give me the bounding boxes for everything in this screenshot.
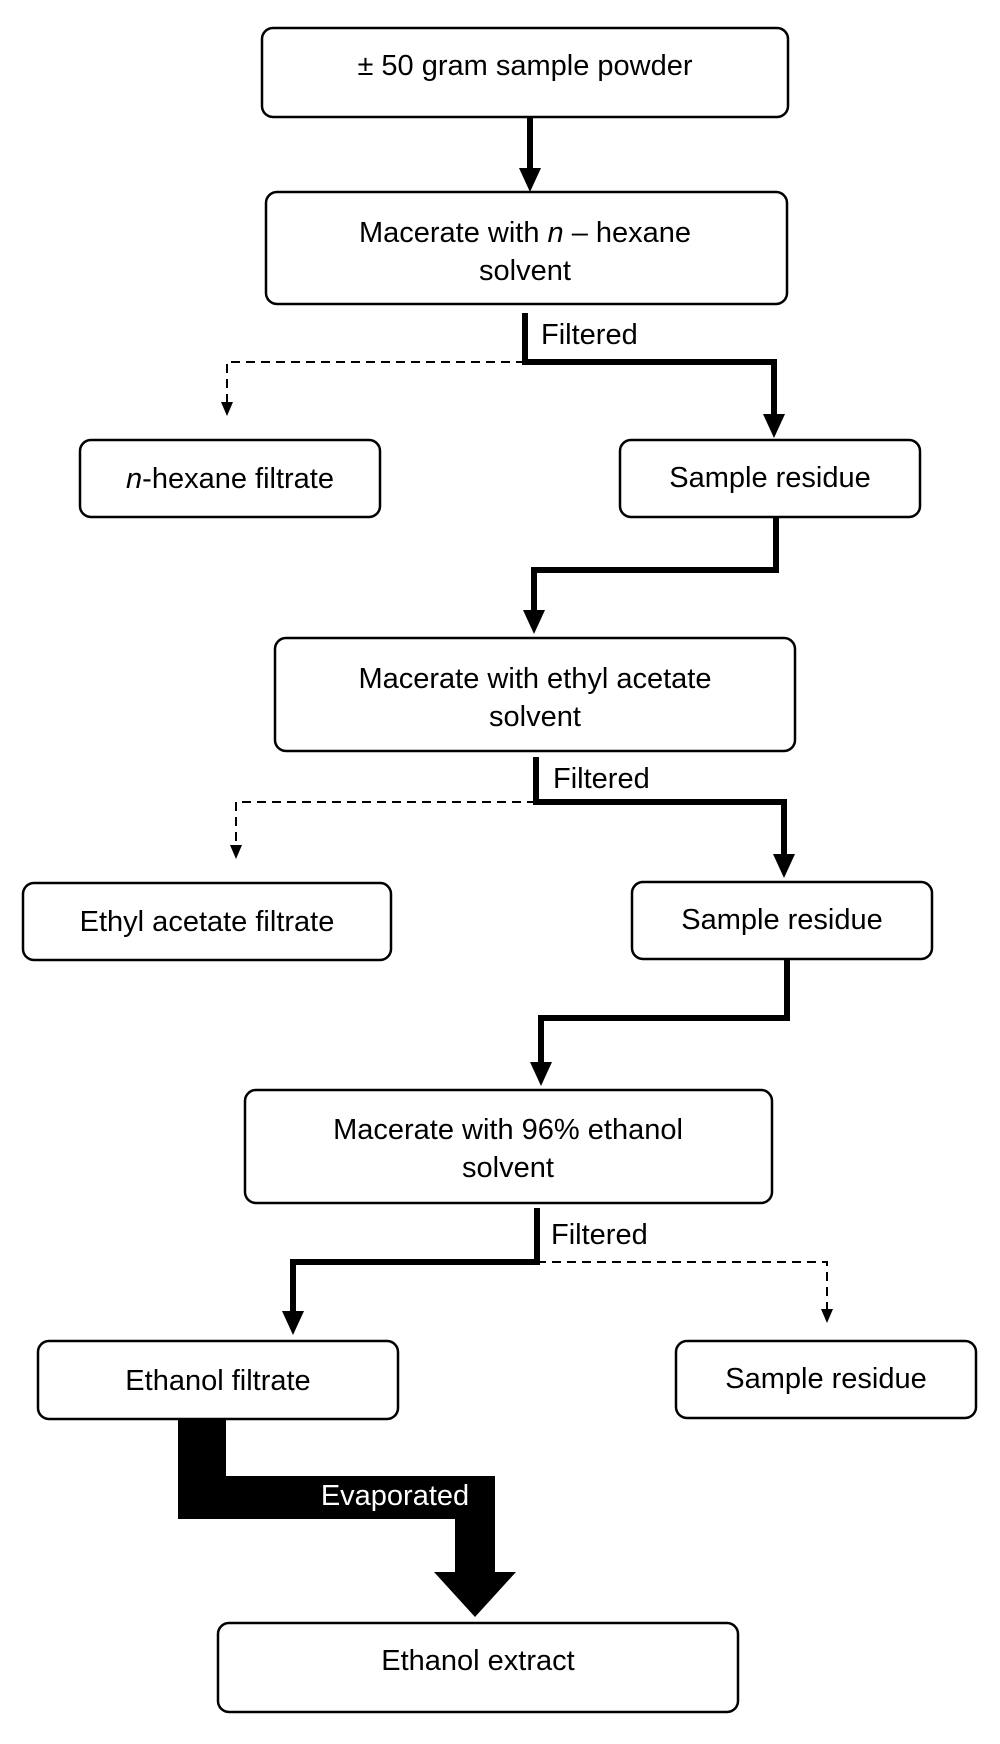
hexane-macerate-label-line2: solvent [479, 255, 571, 287]
sample-residue-box-1: Sample residue [618, 438, 922, 519]
ethyl-macerate-label: Macerate with ethyl acetate [358, 663, 711, 695]
arrow-ethyl-to-residue [533, 757, 795, 878]
filtered-label-3: Filtered [551, 1219, 648, 1251]
filtered-label-2: Filtered [553, 763, 650, 795]
ethanol-extract-label: Ethanol extract [381, 1645, 574, 1677]
sample-residue-box-3: Sample residue [674, 1339, 978, 1420]
evaporated-label: Evaporated [321, 1480, 469, 1512]
arrow-hexane-to-residue [522, 313, 785, 438]
ethyl-macerate-label-line2: solvent [489, 701, 581, 733]
hexane-macerate-box: Macerate with n – hexane solvent [264, 190, 789, 306]
sample-residue-label-2: Sample residue [681, 904, 883, 936]
arrow-start-to-hexane [519, 117, 541, 192]
arrow-ethanol-to-filtrate [282, 1208, 540, 1335]
ethyl-filtrate-box: Ethyl acetate filtrate [21, 881, 393, 962]
arrow-residue1-to-ethyl [523, 517, 779, 634]
filtered-label-1: Filtered [541, 319, 638, 351]
dashed-arrow-ethyl-filtrate [230, 801, 536, 859]
arrow-residue2-to-ethanol [530, 959, 790, 1086]
hexane-macerate-label: Macerate with n – hexane [359, 217, 691, 249]
ethyl-macerate-box: Macerate with ethyl acetate solvent [273, 636, 797, 753]
ethanol-macerate-label-line2: solvent [462, 1152, 554, 1184]
start-box-label: ± 50 gram sample powder [357, 50, 692, 82]
dashed-arrow-hexane-filtrate [221, 361, 525, 416]
sample-residue-label-3: Sample residue [725, 1363, 927, 1395]
dashed-arrow-ethanol-residue [537, 1261, 833, 1323]
sample-residue-box-2: Sample residue [630, 880, 934, 961]
sample-residue-label-1: Sample residue [669, 462, 871, 494]
ethanol-filtrate-label: Ethanol filtrate [125, 1365, 310, 1397]
ethanol-extract-box: Ethanol extract [216, 1621, 740, 1714]
hexane-filtrate-box: n-hexane filtrate [78, 438, 382, 519]
start-box: ± 50 gram sample powder [260, 26, 790, 119]
ethyl-filtrate-label: Ethyl acetate filtrate [80, 906, 335, 938]
ethanol-macerate-label: Macerate with 96% ethanol [333, 1114, 683, 1146]
evaporated-block-arrow [178, 1419, 516, 1617]
hexane-filtrate-label: n-hexane filtrate [126, 463, 334, 495]
ethanol-filtrate-box: Ethanol filtrate [36, 1339, 400, 1421]
ethanol-macerate-box: Macerate with 96% ethanol solvent [243, 1088, 774, 1205]
